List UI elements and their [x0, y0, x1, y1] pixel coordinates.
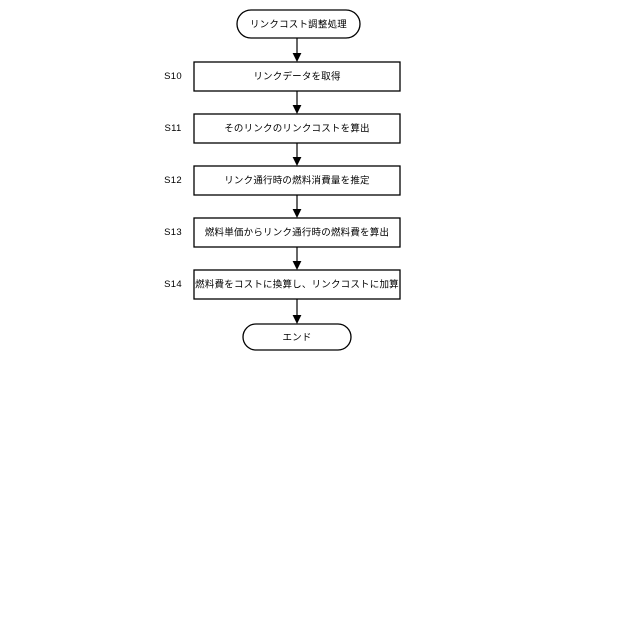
arrow-head-icon: [292, 157, 302, 166]
process-box-s10: [193, 61, 401, 92]
step-label-s14: S14: [164, 279, 182, 290]
process-label-s11: そのリンクのリンクコストを算出: [224, 123, 370, 135]
step-label-s11: S11: [164, 123, 181, 134]
arrow-head-icon: [292, 105, 302, 114]
step-label-s13: S13: [164, 227, 182, 238]
connector-s11-to-s12: [292, 143, 302, 166]
end-terminator-label: エンド: [282, 332, 311, 343]
arrow-head-icon: [292, 261, 302, 270]
node-s12[interactable]: S12 リンク通行時の燃料消費量を推定: [164, 165, 401, 196]
step-label-s10: S10: [164, 71, 182, 82]
connector-s12-to-s13: [292, 195, 302, 218]
step-label-s12: S12: [164, 175, 182, 186]
start-terminator-label: リンクコスト調整処理: [250, 18, 347, 30]
node-s13[interactable]: S13 燃料単価からリンク通行時の燃料費を算出: [164, 217, 401, 248]
node-s14[interactable]: S14 燃料費をコストに換算し、リンクコストに加算: [164, 269, 401, 300]
arrow-head-icon: [292, 209, 302, 218]
process-box-s14: [193, 269, 401, 300]
process-label-s14: 燃料費をコストに換算し、リンクコストに加算: [195, 279, 399, 291]
node-end[interactable]: エンド: [242, 323, 352, 351]
arrow-head-icon: [292, 53, 302, 62]
node-s10[interactable]: S10 リンクデータを取得: [164, 61, 401, 92]
connector-s14-to-end: [292, 299, 302, 324]
connector-start-to-s10: [292, 38, 302, 62]
start-terminator-shape: [236, 9, 361, 39]
arrow-head-icon: [292, 315, 302, 324]
process-label-s13: 燃料単価からリンク通行時の燃料費を算出: [205, 227, 389, 239]
process-label-s12: リンク通行時の燃料消費量を推定: [224, 175, 370, 187]
node-start[interactable]: リンクコスト調整処理: [236, 9, 361, 39]
connector-s10-to-s11: [292, 91, 302, 114]
node-s11[interactable]: S11 そのリンクのリンクコストを算出: [164, 113, 401, 144]
process-label-s10: リンクデータを取得: [253, 71, 341, 83]
process-box-s12: [193, 165, 401, 196]
end-terminator-shape: [242, 323, 352, 351]
connector-s13-to-s14: [292, 247, 302, 270]
